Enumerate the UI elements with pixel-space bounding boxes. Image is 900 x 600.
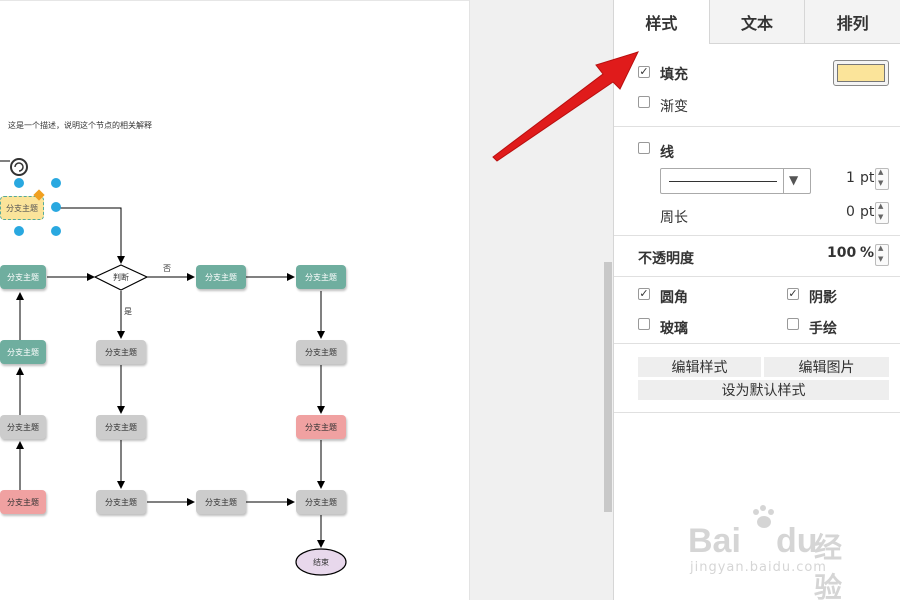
- diagram-canvas[interactable]: 这是一个描述，说明这个节点的相关解释 分支主题 分支主题 判断 否 分支主题 分…: [0, 0, 470, 600]
- paw-icon: [750, 504, 778, 530]
- watermark-brand-2: du: [776, 522, 818, 560]
- line-label: 线: [660, 145, 674, 161]
- gradient-checkbox[interactable]: [638, 96, 650, 108]
- line-width-stepper[interactable]: [875, 168, 889, 190]
- node-r4c1[interactable]: 分支主题: [0, 490, 46, 514]
- shadow-checkbox[interactable]: ✓: [787, 287, 799, 300]
- rotate-icon: [10, 158, 28, 176]
- node-r4c3[interactable]: 分支主题: [196, 490, 246, 514]
- node-r4c4[interactable]: 分支主题: [296, 490, 346, 514]
- node-r1c4[interactable]: 分支主题: [296, 265, 346, 289]
- fill-label: 填充: [660, 67, 688, 83]
- node-r2c4[interactable]: 分支主题: [296, 340, 346, 364]
- shadow-label: 阴影: [809, 290, 837, 306]
- edge-label-yes: 是: [124, 307, 132, 316]
- node-r3c1[interactable]: 分支主题: [0, 415, 46, 439]
- options-section: ✓ 圆角 ✓ 阴影 玻璃 手绘: [614, 277, 900, 344]
- tab-arrange[interactable]: 排列: [804, 0, 900, 44]
- node-r1c3[interactable]: 分支主题: [196, 265, 246, 289]
- canvas-gutter: [469, 0, 613, 600]
- perimeter-stepper[interactable]: [875, 202, 889, 224]
- node-r3c2[interactable]: 分支主题: [96, 415, 146, 439]
- rounded-checkbox[interactable]: ✓: [638, 287, 650, 300]
- end-ellipse: [295, 548, 347, 576]
- node-r4c2[interactable]: 分支主题: [96, 490, 146, 514]
- decision-label: 判断: [113, 273, 129, 282]
- edit-style-button[interactable]: 编辑样式: [638, 357, 761, 377]
- opacity-stepper[interactable]: [875, 244, 889, 266]
- line-style-select[interactable]: ▼: [660, 168, 811, 194]
- fill-color-button[interactable]: [833, 60, 889, 86]
- vertical-scrollbar[interactable]: [604, 262, 612, 512]
- glass-checkbox[interactable]: [638, 318, 650, 330]
- resize-handle-right[interactable]: [51, 202, 61, 212]
- format-panel: 样式 文本 排列 ✓ 填充 渐变 线 ▼ 1 pt 周长: [613, 0, 900, 600]
- opacity-unit: %: [860, 245, 875, 261]
- decision-diamond: [93, 264, 149, 291]
- fill-section: ✓ 填充 渐变: [614, 44, 900, 127]
- resize-handle-bottom-right[interactable]: [51, 226, 61, 236]
- rounded-label: 圆角: [660, 290, 688, 306]
- edge-label-no: 否: [163, 264, 171, 273]
- watermark-url: jingyan.baidu.com: [690, 560, 827, 575]
- set-default-style-button[interactable]: 设为默认样式: [638, 380, 889, 400]
- node-description: 这是一个描述，说明这个节点的相关解释: [8, 121, 152, 130]
- watermark-brand: Bai: [688, 522, 741, 560]
- opacity-section: 不透明度 100 %: [614, 236, 900, 277]
- selected-node[interactable]: 分支主题: [0, 196, 44, 220]
- node-r3c4[interactable]: 分支主题: [296, 415, 346, 439]
- node-r2c1[interactable]: 分支主题: [0, 340, 46, 364]
- baidu-watermark: Bai du 经验 jingyan.baidu.com: [688, 500, 868, 600]
- line-width-value[interactable]: 1: [846, 170, 855, 186]
- watermark-product: 经验: [814, 531, 843, 600]
- fill-checkbox[interactable]: ✓: [638, 65, 650, 78]
- sketch-label: 手绘: [809, 321, 837, 337]
- opacity-value[interactable]: 100: [827, 245, 857, 261]
- chevron-down-icon: ▼: [789, 173, 799, 187]
- resize-handle-top-right[interactable]: [51, 178, 61, 188]
- sketch-checkbox[interactable]: [787, 318, 799, 330]
- line-section: 线 ▼ 1 pt 周长 0 pt: [614, 127, 900, 236]
- edit-image-button[interactable]: 编辑图片: [764, 357, 889, 377]
- style-buttons-section: 编辑样式 编辑图片 设为默认样式: [614, 344, 900, 413]
- perimeter-unit: pt: [860, 204, 875, 220]
- tab-text[interactable]: 文本: [708, 0, 805, 44]
- opacity-label: 不透明度: [638, 251, 694, 267]
- node-r2c2[interactable]: 分支主题: [96, 340, 146, 364]
- panel-tabs: 样式 文本 排列: [614, 0, 900, 44]
- gradient-label: 渐变: [660, 99, 688, 115]
- perimeter-value[interactable]: 0: [846, 204, 855, 220]
- line-width-unit: pt: [860, 170, 875, 186]
- end-label: 结束: [313, 558, 329, 567]
- glass-label: 玻璃: [660, 321, 688, 337]
- resize-handle-bottom[interactable]: [14, 226, 24, 236]
- tab-style[interactable]: 样式: [614, 0, 709, 44]
- resize-handle-top[interactable]: [14, 178, 24, 188]
- perimeter-label: 周长: [660, 210, 688, 226]
- edge-selected-to-judge: [60, 207, 125, 264]
- connector-layer: [0, 158, 347, 576]
- line-checkbox[interactable]: [638, 142, 650, 154]
- node-r1c1[interactable]: 分支主题: [0, 265, 46, 289]
